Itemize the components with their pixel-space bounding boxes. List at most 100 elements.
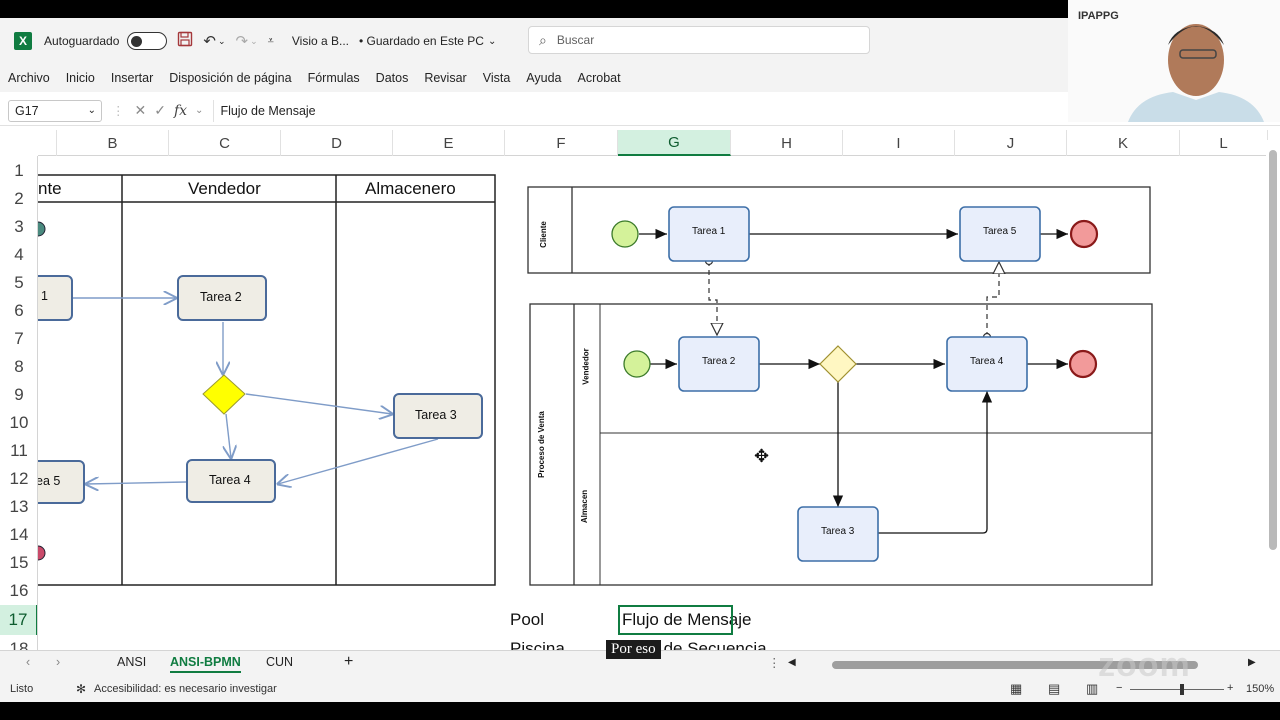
- more-options-icon[interactable]: ⋮: [768, 656, 781, 670]
- left-task-label: Tarea 4: [209, 473, 251, 487]
- save-status[interactable]: • Guardado en Este PC: [359, 34, 484, 48]
- worksheet[interactable]: nte Vendedor Almacenero 1 Tarea 2 Tarea …: [38, 156, 1266, 650]
- row-header[interactable]: 3: [14, 217, 24, 236]
- name-box[interactable]: G17 ⌄: [8, 99, 102, 122]
- splitter-icon[interactable]: ⋮: [112, 104, 125, 118]
- scroll-right-icon[interactable]: ›: [56, 655, 61, 669]
- left-flow-diagram[interactable]: [38, 156, 508, 596]
- zoom-out-icon[interactable]: −: [1116, 682, 1123, 694]
- undo-dropdown-icon[interactable]: ⌄: [217, 35, 226, 46]
- tab-ansi[interactable]: ANSI: [117, 655, 147, 669]
- cell-g17[interactable]: Flujo de Mensaje: [622, 610, 752, 629]
- zoom-level[interactable]: 150%: [1246, 683, 1275, 695]
- column-header-j[interactable]: J: [955, 130, 1067, 156]
- row-header[interactable]: 13: [9, 497, 29, 516]
- column-header-i[interactable]: I: [843, 130, 955, 156]
- file-name[interactable]: Visio a B...: [291, 34, 350, 48]
- column-headers: B C D E F G H I J K L: [38, 130, 1268, 156]
- pool-label-cliente: Cliente: [538, 221, 548, 248]
- autosave-toggle[interactable]: [127, 32, 168, 50]
- menu-insertar[interactable]: Insertar: [110, 71, 154, 85]
- row-header[interactable]: 15: [9, 553, 29, 572]
- row-header[interactable]: 5: [14, 273, 24, 292]
- search-icon: ⌕: [539, 31, 547, 48]
- normal-view-icon[interactable]: ▦: [1010, 681, 1023, 696]
- menu-formulas[interactable]: Fórmulas: [307, 71, 360, 85]
- column-header-k[interactable]: K: [1067, 130, 1180, 156]
- vertical-scrollbar[interactable]: [1266, 140, 1280, 650]
- scroll-right-arrow-icon[interactable]: ▶: [1248, 657, 1256, 668]
- bpmn-task-label: Tarea 2: [702, 356, 736, 367]
- row-header[interactable]: 8: [14, 357, 24, 376]
- accessibility-icon[interactable]: ✻: [76, 682, 87, 696]
- cancel-icon[interactable]: ✕: [134, 102, 147, 118]
- tab-cun[interactable]: CUN: [266, 655, 294, 669]
- chevron-down-icon[interactable]: ⌄: [487, 35, 497, 47]
- column-header-e[interactable]: E: [393, 130, 505, 156]
- bpmn-diagram[interactable]: [526, 184, 1166, 604]
- row-header-selected[interactable]: 17: [0, 605, 37, 635]
- formula-controls: ✕ ✓ fx ⌄: [135, 102, 204, 119]
- confirm-icon[interactable]: ✓: [154, 102, 166, 118]
- row-header[interactable]: 14: [9, 525, 29, 544]
- menu-datos[interactable]: Datos: [375, 71, 409, 85]
- row-header[interactable]: 7: [14, 329, 24, 348]
- page-layout-icon[interactable]: ▤: [1048, 681, 1061, 696]
- zoom-in-icon[interactable]: +: [1227, 682, 1234, 694]
- zoom-slider[interactable]: [1130, 689, 1224, 690]
- row-header[interactable]: 6: [14, 301, 24, 320]
- formula-input[interactable]: Flujo de Mensaje: [213, 99, 1280, 122]
- horizontal-scroll-thumb[interactable]: [832, 661, 1198, 669]
- cell-g18[interactable]: Flujo de Secuencia: [622, 639, 767, 650]
- row-header[interactable]: 11: [10, 441, 28, 460]
- row-header[interactable]: 1: [14, 161, 24, 180]
- page-break-icon[interactable]: ▥: [1086, 681, 1099, 696]
- add-sheet-icon[interactable]: +: [344, 653, 354, 670]
- row-header[interactable]: 4: [14, 245, 24, 264]
- row-header[interactable]: 9: [14, 385, 24, 404]
- row-header[interactable]: 2: [14, 189, 24, 208]
- menu-ayuda[interactable]: Ayuda: [526, 71, 562, 85]
- column-header-l[interactable]: L: [1180, 130, 1268, 156]
- insert-function-icon[interactable]: fx: [173, 102, 188, 119]
- menu-disposicion[interactable]: Disposición de página: [169, 71, 292, 85]
- menu-archivo[interactable]: Archivo: [8, 71, 50, 85]
- redo-icon[interactable]: ↷: [235, 33, 249, 50]
- column-header-c[interactable]: C: [169, 130, 281, 156]
- column-header-g[interactable]: G: [618, 130, 731, 156]
- redo-dropdown-icon[interactable]: ⌄: [250, 35, 258, 46]
- accessibility-status[interactable]: Accesibilidad: es necesario investigar: [94, 683, 277, 695]
- column-header-b[interactable]: B: [57, 130, 169, 156]
- column-header-h[interactable]: H: [731, 130, 843, 156]
- column-header-partial[interactable]: [38, 130, 57, 156]
- menu-inicio[interactable]: Inicio: [65, 71, 95, 85]
- menu-vista[interactable]: Vista: [482, 71, 511, 85]
- tab-ansi-bpmn[interactable]: ANSI-BPMN: [170, 655, 241, 673]
- vertical-scroll-thumb[interactable]: [1269, 150, 1277, 550]
- pool-label-proceso: Proceso de Venta: [536, 411, 546, 478]
- column-header-d[interactable]: D: [281, 130, 393, 156]
- lane-header-almacenero: Almacenero: [365, 179, 456, 198]
- bpmn-task-label: Tarea 1: [692, 226, 726, 237]
- zoom-slider-thumb[interactable]: [1180, 684, 1184, 695]
- cell-f18[interactable]: Piscina: [510, 639, 565, 650]
- row-header[interactable]: 16: [9, 581, 29, 600]
- cell-f17[interactable]: Pool: [510, 610, 545, 629]
- chevron-down-icon[interactable]: ⌄: [87, 105, 96, 116]
- row-header[interactable]: 18: [9, 639, 29, 650]
- column-header-f[interactable]: F: [505, 130, 618, 156]
- save-icon[interactable]: [177, 31, 193, 51]
- scroll-left-arrow-icon[interactable]: ◀: [788, 657, 796, 668]
- chevron-down-icon[interactable]: ⌄: [195, 105, 204, 116]
- menu-revisar[interactable]: Revisar: [424, 71, 467, 85]
- search-box[interactable]: ⌕ Buscar: [528, 26, 870, 54]
- bottom-black-bar: [0, 702, 1280, 720]
- row-header[interactable]: 10: [9, 413, 29, 432]
- customize-toolbar-icon[interactable]: ⩡: [267, 34, 274, 47]
- left-task-label: Tarea 3: [415, 408, 457, 422]
- row-header[interactable]: 12: [9, 469, 29, 488]
- lane-header-cliente: nte: [38, 179, 62, 198]
- undo-icon[interactable]: ↶: [203, 33, 216, 50]
- scroll-left-icon[interactable]: ‹: [26, 655, 31, 669]
- menu-acrobat[interactable]: Acrobat: [577, 71, 621, 85]
